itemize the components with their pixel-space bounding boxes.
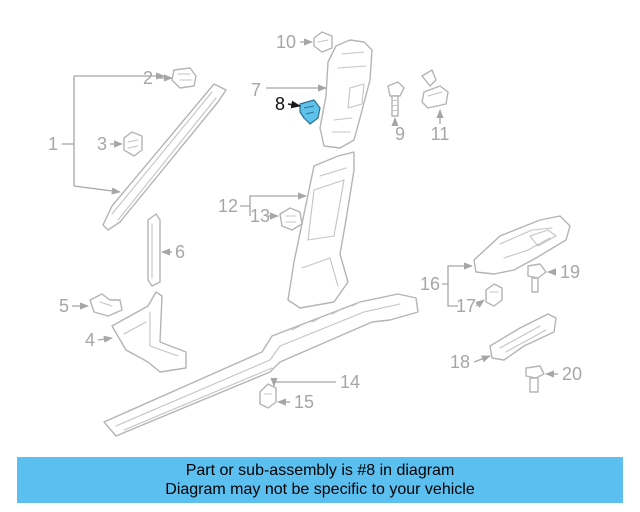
callout-20: 20: [562, 364, 582, 384]
sill-plate-part-14[interactable]: [103, 293, 419, 437]
caption-line-2: Diagram may not be specific to your vehi…: [165, 481, 475, 498]
clip-part-17[interactable]: [485, 283, 503, 307]
b-pillar-lower-trim[interactable]: [287, 151, 355, 309]
callout-16: 16: [420, 274, 440, 294]
bracket-part-11[interactable]: [421, 69, 449, 109]
callout-numbers: 1 2 3 4 5 6 7 8 9 10 11 12 13 14 15 16 1…: [48, 32, 582, 412]
callout-7: 7: [251, 80, 261, 100]
screw-part-19[interactable]: [527, 263, 547, 293]
callout-17: 17: [456, 296, 476, 316]
highlighted-part-8[interactable]: [299, 99, 321, 125]
clip-part-15[interactable]: [259, 383, 277, 409]
clip-part-2[interactable]: [171, 67, 197, 89]
callout-15: 15: [294, 392, 314, 412]
callout-8: 8: [275, 94, 285, 114]
leader-lines: [62, 38, 558, 406]
callout-18: 18: [450, 352, 470, 372]
a-pillar-trim[interactable]: [102, 83, 227, 231]
caption-banner: Part or sub-assembly is #8 in diagram Di…: [17, 457, 623, 503]
callout-14: 14: [340, 372, 360, 392]
callout-2: 2: [143, 68, 153, 88]
clip-part-10[interactable]: [313, 31, 333, 53]
clip-part-5[interactable]: [89, 293, 123, 317]
bracket-part-18[interactable]: [489, 313, 557, 361]
b-pillar-upper-trim[interactable]: [319, 39, 373, 149]
callout-19: 19: [560, 262, 580, 282]
callout-3: 3: [97, 134, 107, 154]
callout-5: 5: [59, 296, 69, 316]
clip-part-13[interactable]: [279, 207, 303, 231]
parts-diagram: 1 2 3 4 5 6 7 8 9 10 11 12 13 14 15 16 1…: [48, 31, 582, 437]
callout-6: 6: [175, 242, 185, 262]
callout-13: 13: [250, 206, 270, 226]
callout-11: 11: [431, 124, 450, 144]
callout-1: 1: [48, 134, 58, 154]
caption-line-1: Part or sub-assembly is #8 in diagram: [185, 462, 455, 479]
bolt-part-9[interactable]: [387, 81, 405, 117]
callout-12: 12: [218, 196, 238, 216]
clip-part-3[interactable]: [123, 131, 143, 157]
rear-trim-part-16[interactable]: [473, 215, 571, 275]
callout-4: 4: [85, 330, 95, 350]
trim-strip-part-6[interactable]: [147, 213, 161, 287]
kick-bracket-part-4[interactable]: [111, 291, 187, 373]
screw-part-20[interactable]: [525, 365, 545, 393]
callout-9: 9: [395, 124, 405, 144]
callout-10: 10: [276, 32, 296, 52]
